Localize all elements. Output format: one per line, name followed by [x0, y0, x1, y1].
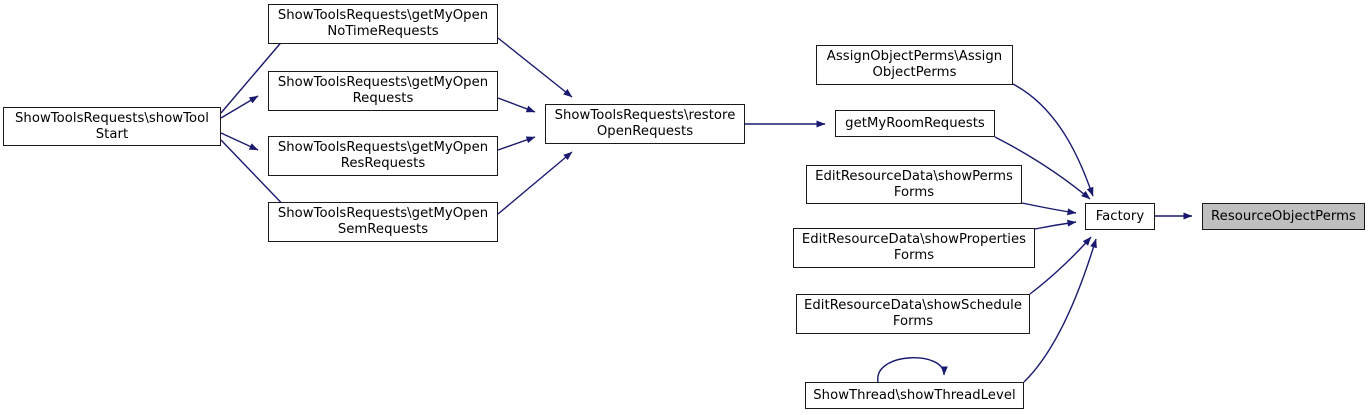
edge-showToolStart-to-getMyOpenResRequests — [220, 132, 259, 151]
node-getMyOpenNoTimeRequests[interactable]: ShowToolsRequests\getMyOpen NoTimeReques… — [268, 4, 498, 44]
node-label: ShowToolsRequests\getMyOpen SemRequests — [277, 206, 489, 237]
node-label: ResourceObjectPerms — [1211, 208, 1356, 224]
node-showPermsForms[interactable]: EditResourceData\showPerms Forms — [806, 165, 1022, 204]
node-label: EditResourceData\showPerms Forms — [815, 168, 1013, 200]
edge-getMyOpenNoTimeRequests-to-restoreOpenRequests — [497, 37, 573, 98]
node-label: ShowThread\showThreadLevel — [813, 387, 1016, 403]
node-showScheduleForms[interactable]: EditResourceData\showSchedule Forms — [796, 294, 1030, 334]
edge-showToolStart-to-getMyOpenRequests — [220, 95, 259, 119]
node-label: ShowToolsRequests\restore OpenRequests — [554, 108, 736, 139]
node-Factory[interactable]: Factory — [1085, 203, 1155, 230]
node-label: getMyRoomRequests — [845, 115, 985, 131]
node-showThreadLevel[interactable]: ShowThread\showThreadLevel — [805, 382, 1024, 409]
node-showToolStart[interactable]: ShowToolsRequests\showTool Start — [3, 107, 221, 146]
edge-showPermsForms-to-Factory — [1021, 202, 1077, 216]
node-label: EditResourceData\showSchedule Forms — [803, 298, 1023, 329]
node-label: Factory — [1095, 208, 1145, 224]
node-label: ShowToolsRequests\getMyOpen NoTimeReques… — [277, 8, 489, 39]
node-getMyRoomRequests[interactable]: getMyRoomRequests — [835, 110, 995, 137]
node-ResourceObjectPerms[interactable]: ResourceObjectPerms — [1202, 203, 1365, 230]
node-label: EditResourceData\showProperties Forms — [801, 232, 1027, 263]
node-label: ShowToolsRequests\getMyOpen Requests — [277, 75, 489, 106]
node-getMyOpenResRequests[interactable]: ShowToolsRequests\getMyOpen ResRequests — [268, 136, 498, 176]
edge-showScheduleForms-to-Factory — [1029, 236, 1092, 295]
node-AssignObjectPerms[interactable]: AssignObjectPerms\Assign ObjectPerms — [816, 45, 1013, 85]
edge-showThreadLevel-to-showThreadLevel — [877, 357, 948, 383]
node-showPropertiesForms[interactable]: EditResourceData\showProperties Forms — [793, 228, 1035, 268]
edge-AssignObjectPerms-to-Factory — [1012, 83, 1094, 197]
edge-getMyOpenResRequests-to-restoreOpenRequests — [497, 136, 536, 151]
edge-getMyOpenSemRequests-to-restoreOpenRequests — [497, 151, 573, 215]
node-getMyOpenRequests[interactable]: ShowToolsRequests\getMyOpen Requests — [268, 71, 498, 111]
node-restoreOpenRequests[interactable]: ShowToolsRequests\restore OpenRequests — [545, 104, 745, 144]
node-label: AssignObjectPerms\Assign ObjectPerms — [826, 49, 1003, 80]
edge-showPropertiesForms-to-Factory — [1034, 219, 1077, 230]
edge-getMyOpenRequests-to-restoreOpenRequests — [497, 97, 536, 113]
node-label: ShowToolsRequests\showTool Start — [15, 110, 209, 142]
node-label: ShowToolsRequests\getMyOpen ResRequests — [277, 140, 489, 171]
node-getMyOpenSemRequests[interactable]: ShowToolsRequests\getMyOpen SemRequests — [268, 202, 498, 242]
